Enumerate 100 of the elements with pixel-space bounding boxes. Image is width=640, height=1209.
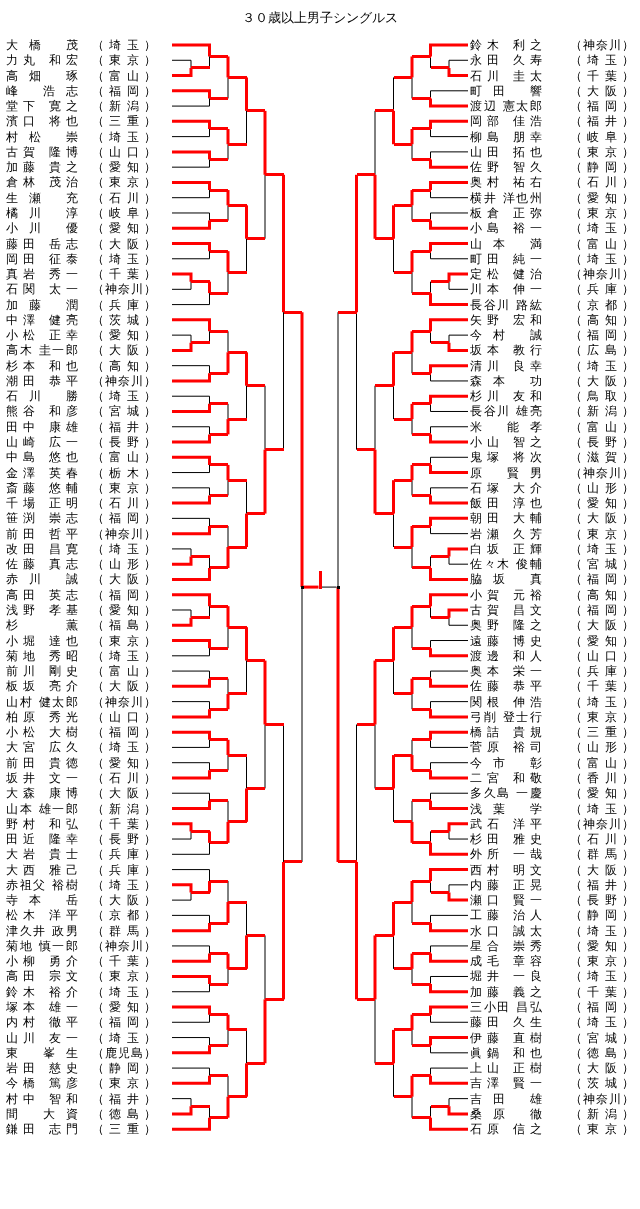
winner-line — [412, 768, 431, 772]
player-name: 赤祖父 裕樹 — [6, 876, 78, 893]
winner-line — [228, 967, 247, 971]
player-name: 山川 友一 — [6, 1029, 78, 1046]
bracket-line — [430, 739, 469, 748]
bracket-line — [246, 110, 247, 145]
bracket-line — [430, 1044, 469, 1054]
bracket-line — [171, 292, 210, 306]
prefecture: （埼玉） — [570, 693, 634, 710]
prefecture: （静岡） — [570, 907, 634, 924]
player-name: 田中 康雄 — [6, 418, 78, 435]
prefecture: （兵庫） — [92, 296, 156, 313]
bracket-line — [227, 525, 229, 548]
bracket-line — [393, 660, 394, 695]
bracket-line — [282, 174, 285, 313]
prefecture: （福岡） — [92, 82, 156, 99]
prefecture: （東京） — [570, 1121, 634, 1138]
bracket-line — [172, 180, 211, 191]
player-name: 生瀬 充 — [6, 189, 78, 206]
player-name: 堂下 寛之 — [6, 98, 78, 115]
winner-line — [338, 310, 357, 314]
bracket-line — [429, 1075, 468, 1085]
bracket-line — [171, 842, 210, 855]
bracket-line — [172, 709, 211, 719]
prefecture: （埼玉） — [92, 250, 156, 267]
winner-line — [191, 555, 210, 559]
bracket-line — [429, 464, 468, 475]
winner-line — [375, 384, 394, 388]
winner-line — [209, 493, 228, 497]
player-name: 岡部 佳浩 — [470, 113, 542, 130]
winner-line — [375, 109, 394, 113]
prefecture: （石川） — [570, 174, 634, 191]
bracket-line — [283, 311, 284, 451]
winner-line — [375, 659, 394, 663]
prefecture: （愛知） — [92, 327, 156, 344]
bracket-line — [172, 1045, 211, 1055]
bracket-line — [172, 953, 211, 963]
bracket-line — [227, 479, 229, 496]
player-name: 柳島 朋幸 — [470, 128, 542, 145]
prefecture: （東京） — [570, 953, 634, 970]
bracket-line — [430, 426, 469, 435]
prefecture: （高知） — [92, 357, 156, 374]
bracket-line — [245, 77, 248, 111]
winner-line — [412, 402, 431, 406]
prefecture: （神奈川） — [92, 937, 156, 954]
winner-line — [246, 109, 265, 113]
bracket-line — [430, 670, 469, 680]
player-name: 関根 伸浩 — [470, 693, 542, 710]
prefecture: （千葉） — [92, 266, 156, 283]
player-name: 熊谷 和彦 — [6, 403, 78, 420]
player-name: 濱口 将也 — [6, 113, 78, 130]
player-name: 菅原 裕司 — [470, 739, 542, 756]
bracket-line — [172, 800, 211, 810]
prefecture: （長野） — [570, 892, 634, 909]
player-name: 加藤 義之 — [470, 983, 542, 1000]
player-name: 佐藤 恭平 — [470, 678, 542, 695]
bracket-line — [171, 609, 192, 619]
bracket-line — [246, 385, 247, 420]
bracket-line — [374, 385, 376, 451]
winner-line — [191, 829, 210, 833]
winner-line — [412, 604, 431, 608]
player-name: 小堀 達也 — [6, 632, 78, 649]
winner-line — [246, 1061, 265, 1065]
winner-line — [393, 417, 412, 421]
winner-line — [412, 219, 431, 223]
bracket-line — [411, 204, 413, 222]
player-name: 瀬口 賢一 — [470, 892, 542, 909]
player-name: 山本 満 — [470, 235, 542, 252]
winner-line — [209, 524, 228, 528]
bracket-line — [429, 678, 468, 688]
winner-line — [209, 1074, 228, 1078]
bracket-line — [448, 617, 469, 626]
bracket-line — [411, 626, 413, 649]
bracket-line — [448, 1098, 469, 1107]
player-name: 上山 正樹 — [470, 1060, 542, 1077]
bracket-line — [447, 892, 468, 902]
bracket-line — [226, 464, 230, 481]
bracket-line — [429, 318, 468, 332]
prefecture: （三重） — [92, 1121, 156, 1138]
prefecture: （山口） — [92, 708, 156, 725]
player-name: 長谷川 雄亮 — [470, 403, 542, 420]
bracket-line — [227, 880, 229, 903]
winner-line — [209, 768, 228, 772]
player-name: 村松 崇 — [6, 128, 78, 145]
prefecture: （長野） — [92, 434, 156, 450]
winner-line — [412, 1013, 431, 1017]
prefecture: （神奈川） — [92, 281, 156, 298]
player-name: 柏原 秀光 — [6, 708, 78, 725]
bracket-line — [356, 311, 357, 451]
bracket-line — [171, 647, 210, 657]
bracket-line — [429, 648, 468, 658]
bracket-line — [209, 55, 210, 69]
bracket-line — [227, 1029, 229, 1046]
player-name: 原 賢男 — [470, 464, 542, 481]
bracket-line — [392, 205, 395, 239]
player-name: 加藤 貴之 — [6, 159, 78, 176]
bracket-line — [393, 238, 394, 273]
winner-line — [191, 1104, 210, 1108]
winner-line — [209, 96, 228, 100]
prefecture: （神奈川） — [570, 1090, 634, 1107]
